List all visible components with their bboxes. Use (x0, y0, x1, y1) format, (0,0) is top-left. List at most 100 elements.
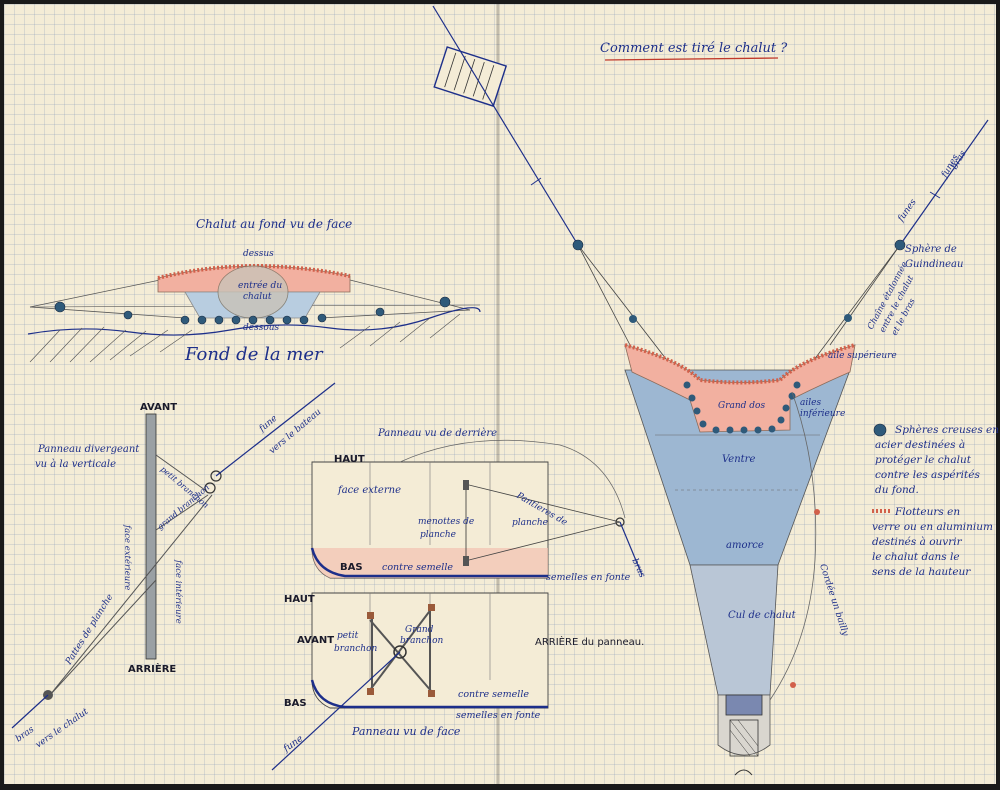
front-ring (393, 645, 407, 659)
side-strap: Pattes de planche (64, 593, 116, 668)
front-rear: ARRIÈRE du panneau. (535, 635, 644, 648)
front-view-caption: Chalut au fond vu de face (196, 217, 352, 231)
front-small-bracket-2: branchon (334, 644, 377, 654)
label-bottom: dessous (243, 323, 280, 333)
legend-floats-1: Flotteurs en (894, 506, 960, 518)
label-entrance-1: entrée du (238, 280, 282, 291)
side-inner-face: face intérieure (173, 559, 184, 624)
rear-post-1: menottes de (418, 517, 474, 527)
rear-bras: bras (629, 557, 647, 580)
label-upper-wing: aile supérieure (828, 350, 897, 361)
front-bracket-pins (367, 604, 435, 697)
rear-strap-bottom (468, 521, 621, 561)
paper-fold (496, 4, 500, 784)
rear-soles: semelles en fonte (546, 572, 631, 583)
side-caption-2: vu à la verticale (35, 459, 116, 470)
label-extension: amorce (726, 540, 764, 551)
side-warp (215, 382, 336, 477)
sphere-right-2 (844, 314, 852, 322)
rear-top: HAUT (334, 454, 365, 465)
rear-straps-2: planche (512, 518, 548, 528)
side-board-view: AVANT ARRIÈRE Panneau divergeant vu à la… (11, 382, 336, 751)
front-top: HAUT (284, 594, 315, 605)
seabed-label: Fond de la mer (184, 344, 324, 365)
side-fune: fune (257, 414, 280, 435)
warp-left (432, 5, 579, 246)
title-underline (604, 57, 779, 61)
label-lower-wing-2: inférieure (800, 408, 845, 419)
legend-spheres-4: contre les aspérités (875, 469, 980, 481)
rear-post-top (463, 480, 469, 490)
front-soles: semelles en fonte (456, 710, 541, 721)
rear-board-sole-area (312, 548, 548, 578)
legend-sphere-icon (873, 423, 887, 437)
side-vers-chalut: vers le chalut (34, 707, 91, 751)
front-counter-sole: contre semelle (458, 689, 529, 700)
side-rear-label: ARRIÈRE (128, 662, 176, 675)
front-board-view: HAUT BAS AVANT ARRIÈRE du panneau. petit… (271, 592, 644, 771)
rear-board-view: Panneau vu de derrière HAUT BAS face ext… (310, 428, 647, 583)
legend-spheres-3: protéger le chalut (875, 454, 972, 466)
legend-spheres-2: acier destinées à (875, 439, 965, 451)
side-front-label: AVANT (140, 402, 177, 413)
front-large-bracket-1: Grand (405, 625, 434, 635)
side-outer-face: face extérieure (122, 524, 133, 590)
otter-board-sketch (433, 46, 508, 107)
warp-right (899, 119, 989, 246)
side-bras-line (11, 694, 49, 729)
rear-counter-sole: contre semelle (382, 562, 453, 573)
front-board-sole (310, 679, 548, 709)
sphere-right (894, 239, 906, 251)
front-bottom: BAS (284, 698, 307, 709)
side-bras: bras (14, 725, 36, 745)
net-codend (689, 564, 779, 696)
legend-floats-4: le chalut dans le (872, 551, 960, 563)
legend-floats-5: sens de la hauteur (872, 566, 971, 578)
front-front: AVANT (297, 635, 334, 646)
sphere-label-1: Sphère de (905, 244, 957, 255)
label-top: dessus (243, 249, 274, 259)
label-codend: Cul de chalut (728, 610, 797, 621)
wing-notes: Chaîne étalonnée entre le chalut et le b… (865, 260, 918, 338)
floats-line (157, 264, 351, 280)
front-large-bracket-2: branchon (400, 636, 443, 646)
front-caption: Panneau vu de face (351, 725, 461, 738)
front-brackets (369, 607, 433, 694)
label-lower-wing-1: ailes (800, 398, 821, 408)
front-warp (271, 651, 401, 771)
sphere-left (572, 239, 584, 251)
rear-post-2: planche (420, 530, 456, 540)
sphere-label-2: Guindineau (905, 259, 963, 270)
rear-strap-top (468, 484, 621, 523)
hauling-rope (769, 391, 817, 701)
warp-label-funes: funes (896, 197, 919, 224)
label-square: Grand dos (718, 401, 765, 411)
front-small-bracket-1: petit (337, 631, 359, 641)
rear-bottom: BAS (340, 562, 363, 573)
codend-tie-block (725, 694, 763, 716)
rear-board-sole (310, 547, 548, 578)
front-fune: fune (281, 733, 306, 755)
codend-hatch (729, 719, 759, 757)
sphere-left-2 (629, 315, 637, 323)
legend-floats-3: destinés à ouvrir (872, 536, 963, 548)
title-group: Comment est tiré le chalut ? (600, 41, 788, 61)
bobbin-spheres (54, 296, 451, 325)
label-belly: Ventre (722, 454, 755, 465)
rear-curve-line (399, 439, 626, 519)
board-plank (145, 413, 157, 660)
rear-caption: Panneau vu de derrière (377, 428, 497, 439)
legend-floats-2: verre ou en aluminium (872, 521, 993, 533)
legend-spheres-1: Sphères creuses en (895, 424, 999, 436)
trawl-top-view: funes funes bras Sphère de Guindineau Ch… (432, 5, 989, 776)
legend-spheres-5: du fond. (875, 484, 919, 496)
rear-bras-line (619, 521, 643, 576)
side-caption-1: Panneau divergeant (37, 444, 140, 455)
label-hauling-rope: Cordée un bailly (817, 563, 851, 639)
label-entrance-2: chalut (243, 292, 272, 302)
front-view-trawl: Chalut au fond vu de face dessus entrée … (27, 217, 481, 365)
rear-outer-face: face externe (337, 485, 401, 496)
seabed-hatching (29, 313, 461, 363)
